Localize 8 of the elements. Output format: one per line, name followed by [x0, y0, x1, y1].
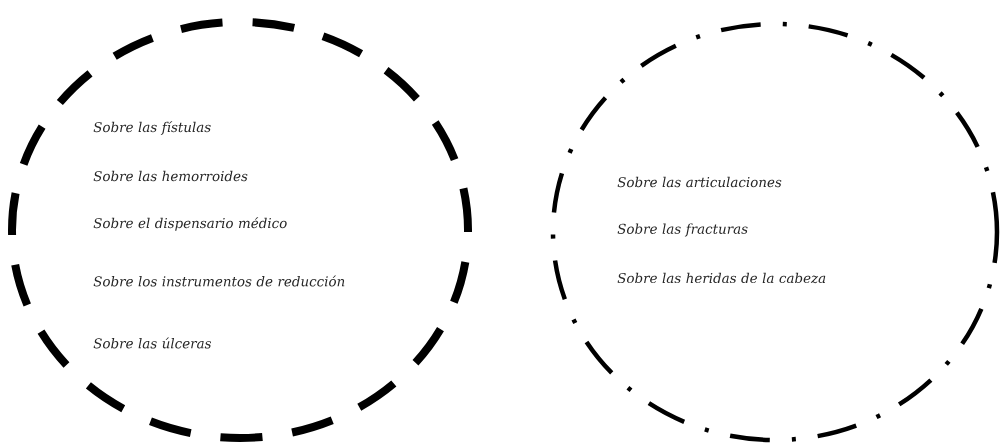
list-item: Sobre las fracturas	[617, 223, 748, 237]
list-item: Sobre las heridas de la cabeza	[617, 272, 826, 284]
list-item: Sobre las úlceras	[93, 337, 212, 349]
list-item: Sobre las fístulas	[93, 121, 211, 135]
list-item: Sobre las articulaciones	[617, 176, 782, 188]
list-item: Sobre los instrumentos de reducción	[93, 275, 345, 287]
list-item: Sobre el dispensario médico	[93, 217, 287, 231]
list-item: Sobre las hemorroides	[93, 170, 248, 182]
